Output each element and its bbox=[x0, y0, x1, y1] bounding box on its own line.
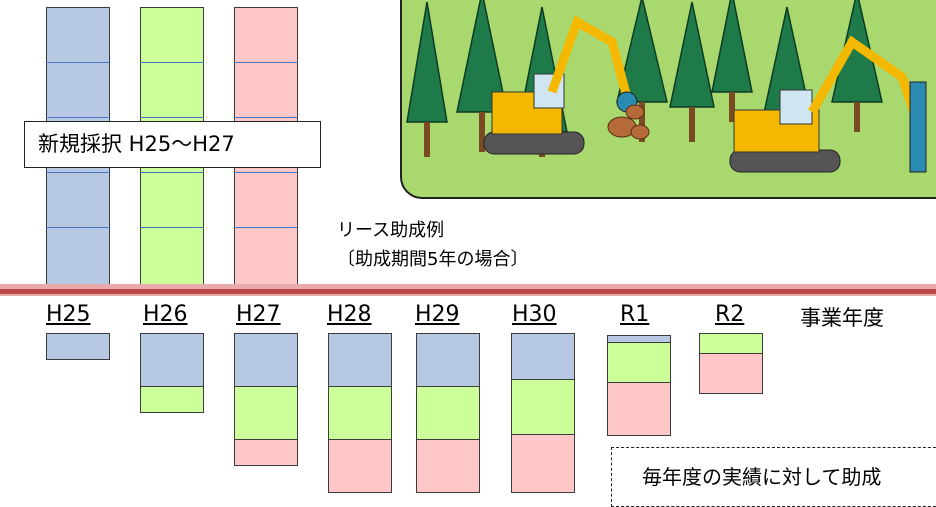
h26-adoption-block bbox=[328, 386, 392, 440]
h27-adoption-block bbox=[511, 434, 575, 493]
year-label-h25: H25 bbox=[46, 302, 91, 327]
forestry-machines-illustration bbox=[400, 0, 936, 199]
year-label-h26: H26 bbox=[143, 302, 188, 327]
h25-adoption-block bbox=[328, 333, 392, 387]
h26-adoption-block bbox=[140, 386, 204, 413]
h27-adoption-block bbox=[328, 439, 392, 493]
forest-scene-icon bbox=[406, 0, 927, 173]
year-label-h30: H30 bbox=[512, 302, 557, 327]
h26-adoption-block bbox=[699, 333, 763, 354]
h25-adoption-block bbox=[140, 333, 204, 387]
year-label-r1: R1 bbox=[620, 302, 650, 327]
h27-adoption-block bbox=[234, 439, 298, 466]
divider-band bbox=[0, 289, 936, 294]
h25-adoption-block bbox=[46, 333, 110, 360]
divider-band-top bbox=[0, 284, 936, 289]
fiscal-year-axis-title: 事業年度 bbox=[800, 306, 884, 330]
lease-example-title: リース助成例 bbox=[337, 220, 445, 241]
divider-band-bottom bbox=[0, 294, 936, 296]
h27-adoption-block bbox=[607, 382, 671, 436]
h27-adoption-block bbox=[699, 353, 763, 394]
h26-adoption-block bbox=[511, 379, 575, 435]
year-label-r2: R2 bbox=[715, 302, 745, 327]
h26-adoption-block bbox=[607, 342, 671, 383]
new-adoption-label: 新規採択 H25～H27 bbox=[24, 121, 321, 168]
h26-adoption-block bbox=[234, 386, 298, 440]
h25-adoption-block bbox=[511, 333, 575, 380]
h26-adoption-block bbox=[416, 386, 480, 440]
h25-adoption-block bbox=[416, 333, 480, 387]
lease-example-subtitle: 〔助成期間5年の場合〕 bbox=[337, 249, 529, 270]
year-label-h27: H27 bbox=[236, 302, 281, 327]
annual-subsidy-note-text: 毎年度の実績に対して助成 bbox=[642, 465, 882, 489]
annual-subsidy-note: 毎年度の実績に対して助成 bbox=[611, 447, 936, 507]
h25-adoption-block bbox=[234, 333, 298, 387]
h27-adoption-block bbox=[416, 439, 480, 493]
year-label-h29: H29 bbox=[415, 302, 460, 327]
year-label-h28: H28 bbox=[327, 302, 372, 327]
